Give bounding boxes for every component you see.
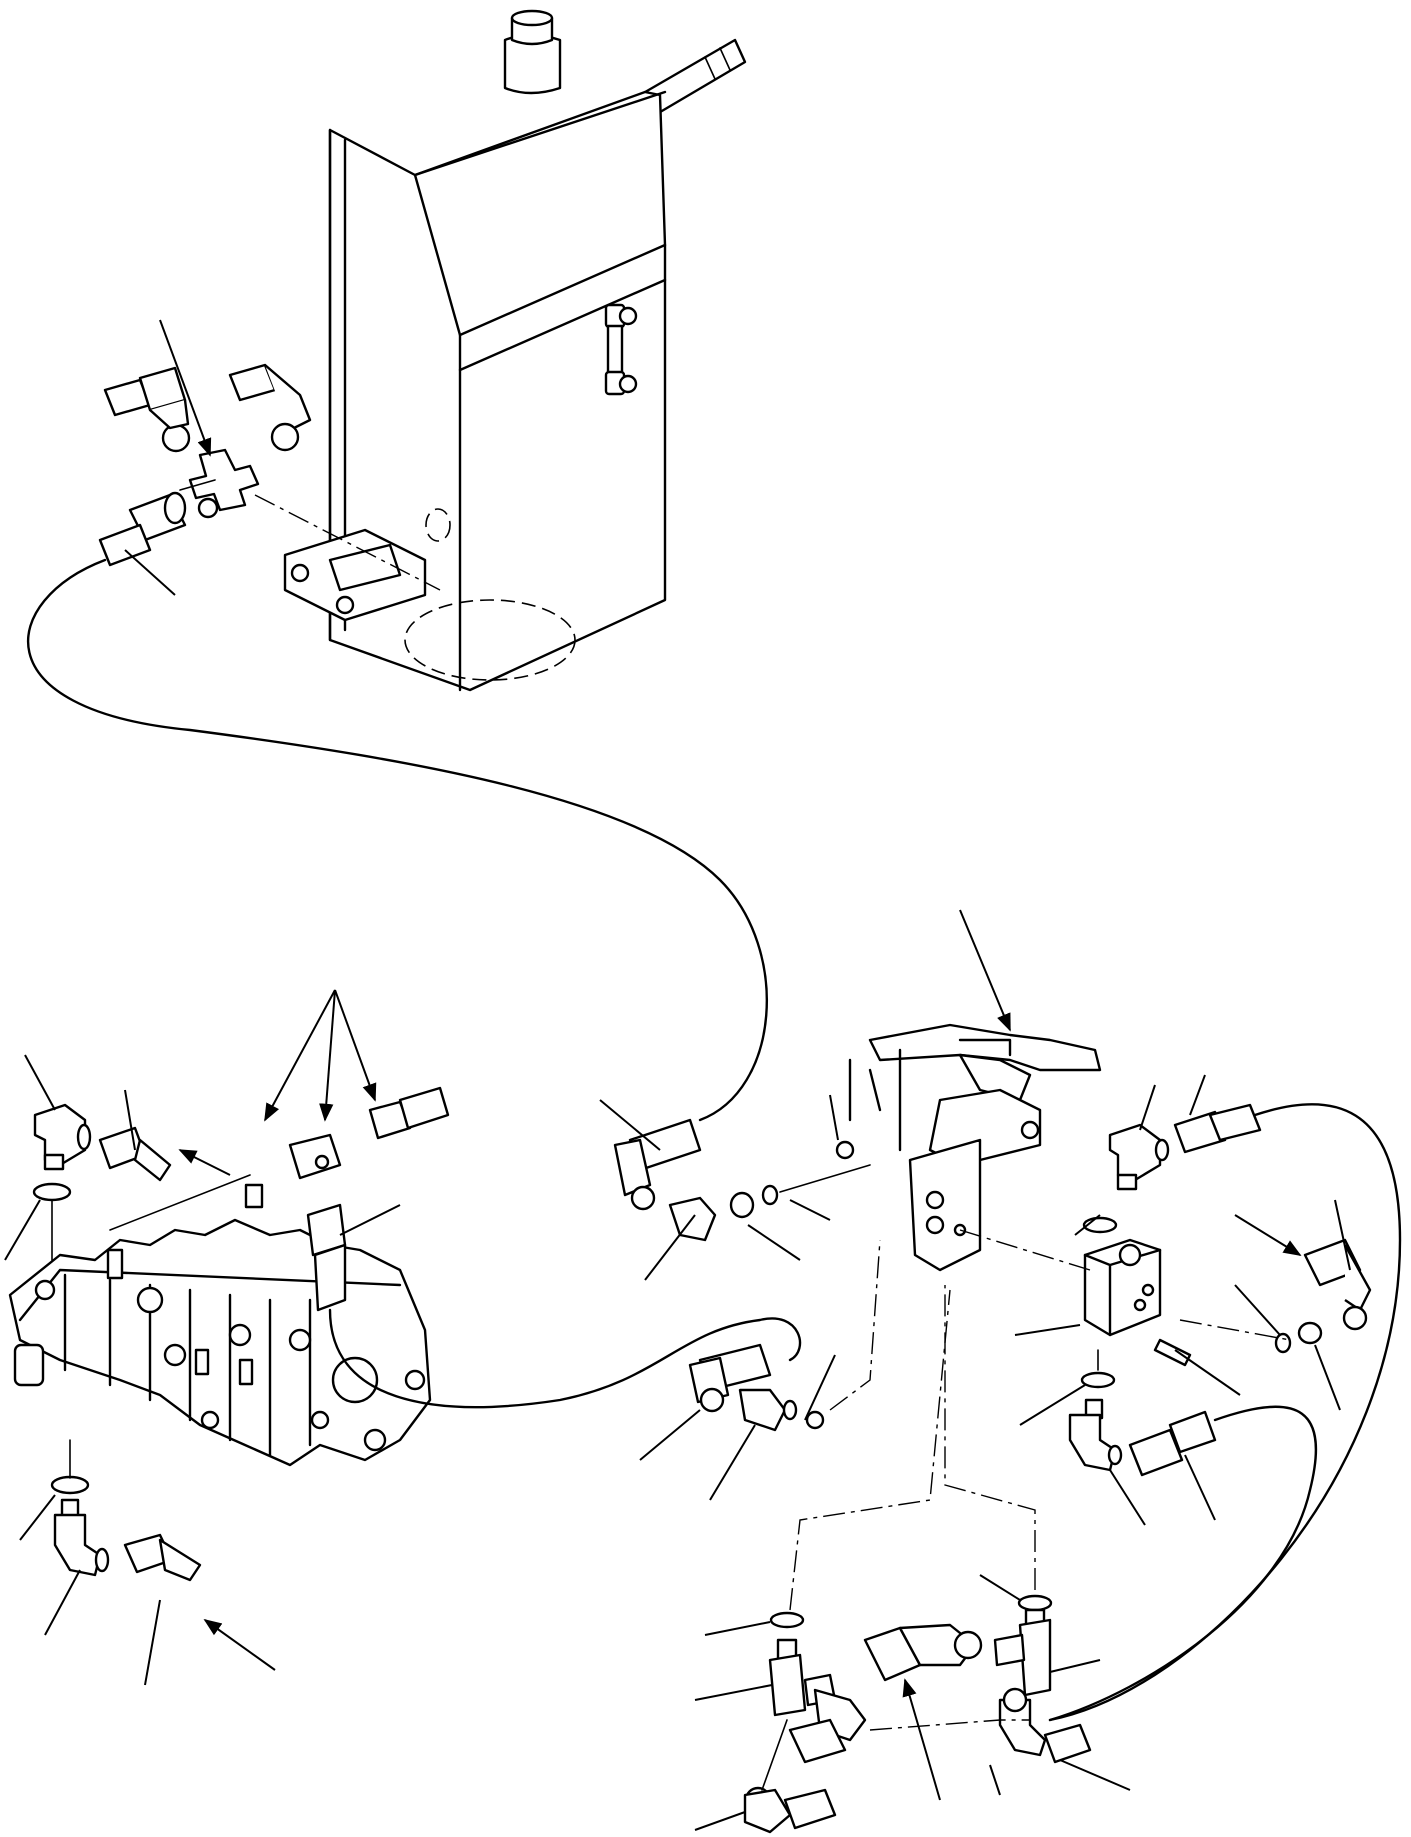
- valve-inlet-elbow: [32, 1103, 172, 1202]
- hydraulic-tank: [283, 9, 747, 692]
- tee-fitting-right: [993, 1594, 1092, 1764]
- hose-tank-to-pedal: [27, 558, 768, 1122]
- loose-hose-end: [863, 1623, 983, 1682]
- control-valve-block: [8, 1218, 432, 1467]
- tank-filler-cap: [503, 9, 562, 95]
- valve-outlet-elbow: [50, 1475, 202, 1582]
- right-hose-end: [1274, 1238, 1372, 1354]
- manifold-bottom-elbow: [1068, 1398, 1217, 1477]
- hose-right-loop: [1048, 1103, 1402, 1722]
- manifold-block: [1080, 1216, 1192, 1389]
- level-sight-gauge: [604, 303, 638, 396]
- tee-fitting-center: [244, 1086, 450, 1312]
- tee-fitting-left: [743, 1611, 867, 1834]
- centerline: [254, 494, 441, 591]
- manifold-top-elbow: [1108, 1103, 1262, 1191]
- tank-mounting-bracket: [283, 528, 427, 622]
- hose-tee-to-lower: [328, 1308, 802, 1409]
- pedal-left-fittings: [613, 1118, 855, 1242]
- pedal-lower-fittings: [688, 1343, 825, 1432]
- pedal-valve: [848, 1023, 1102, 1272]
- cross-fitting-assembly: [98, 363, 312, 567]
